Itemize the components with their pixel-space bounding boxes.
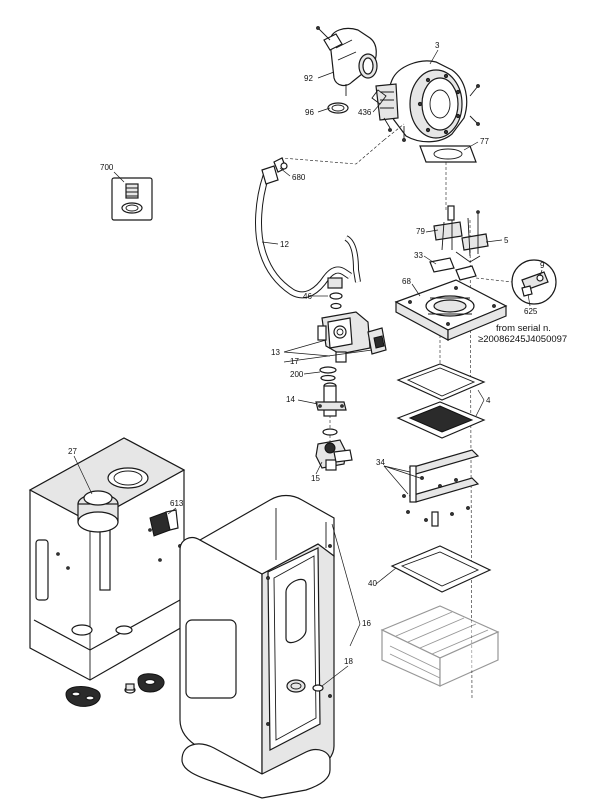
label-96: 96 [305, 108, 314, 117]
detail-callout-9-625 [475, 259, 557, 305]
serial-note: from serial n. ≥20086245J4050097 [478, 323, 567, 345]
label-15: 15 [311, 474, 320, 483]
gasket-96 [327, 102, 349, 114]
gas-valve-13 [317, 311, 371, 363]
rear-frame [28, 437, 186, 681]
grommet-18 [312, 684, 324, 692]
label-4: 4 [486, 396, 491, 405]
label-680: 680 [292, 173, 306, 182]
electrode-79 [433, 205, 463, 251]
burner-plate-68 [394, 279, 508, 342]
front-casing-16 [179, 494, 335, 799]
fitting-46 [327, 277, 343, 310]
label-200: 200 [290, 370, 304, 379]
label-79: 79 [416, 227, 425, 236]
label-27: 27 [68, 447, 77, 456]
electrode-5 [455, 210, 489, 263]
label-5: 5 [504, 236, 509, 245]
label-16: 16 [362, 619, 371, 628]
label-40: 40 [368, 579, 377, 588]
label-12: 12 [280, 240, 289, 249]
serial-note-line2: ≥20086245J4050097 [478, 334, 567, 345]
brackets-34 [402, 449, 480, 527]
kit-700 [111, 177, 153, 221]
fan-housing-27 [77, 490, 119, 533]
air-intake-elbow-92 [316, 26, 378, 96]
label-92: 92 [304, 74, 313, 83]
serial-note-line1: from serial n. [496, 323, 551, 334]
gasket-33 [429, 257, 477, 281]
leader-lines [73, 49, 543, 687]
label-700: 700 [100, 163, 114, 172]
label-3: 3 [435, 41, 440, 50]
gas-cock-15 [315, 439, 353, 471]
fitting-680 [273, 157, 288, 173]
part-labels: 3 92 96 436 77 700 680 12 79 5 33 9 68 6… [68, 41, 545, 666]
gasket-77 [419, 145, 477, 163]
label-613: 613 [170, 499, 184, 508]
label-17: 17 [290, 357, 299, 366]
insulation-panel-4b [396, 401, 486, 439]
connector-613 [149, 509, 182, 548]
gasket-frame-4a [396, 363, 486, 401]
o-ring-200 [319, 366, 337, 382]
hose-12 [255, 165, 361, 299]
frame-gasket-40 [390, 545, 492, 593]
label-9: 9 [540, 261, 545, 270]
label-436: 436 [358, 108, 372, 117]
label-34: 34 [376, 458, 385, 467]
label-14: 14 [286, 395, 295, 404]
connector-436 [371, 89, 392, 132]
label-77: 77 [480, 137, 489, 146]
label-46: 46 [303, 292, 312, 301]
heat-exchanger [380, 605, 500, 687]
label-18: 18 [344, 657, 353, 666]
label-68: 68 [402, 277, 411, 286]
fan-3 [375, 60, 480, 143]
connector-box-17 [367, 327, 387, 355]
label-33: 33 [414, 251, 423, 260]
label-625: 625 [524, 307, 538, 316]
grommets [65, 673, 165, 707]
pipe-flange-14 [315, 382, 347, 436]
label-13: 13 [271, 348, 280, 357]
